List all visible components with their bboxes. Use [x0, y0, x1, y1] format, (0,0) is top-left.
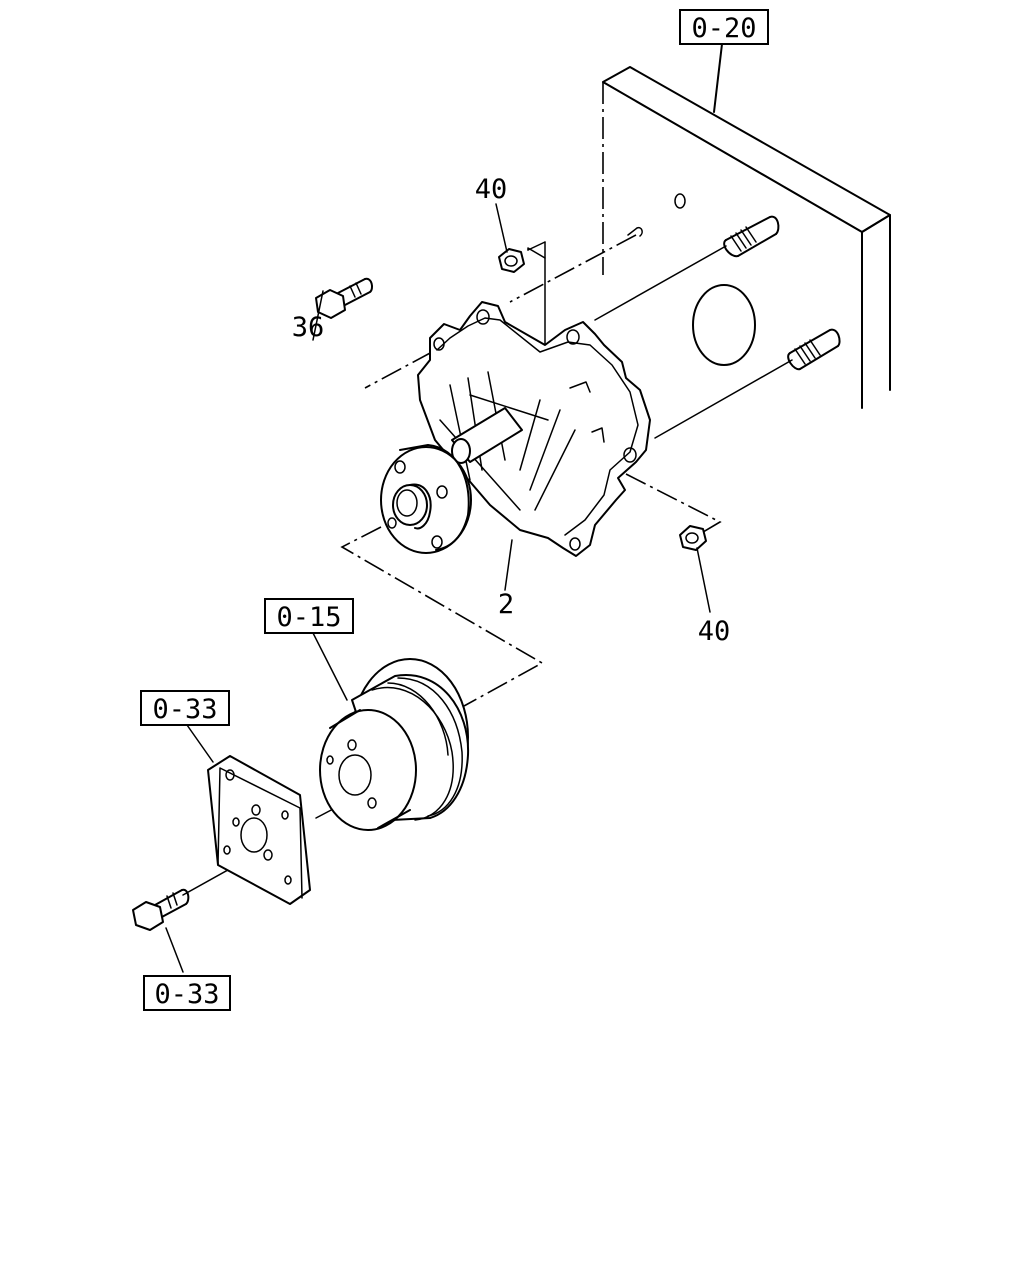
label-2: 2: [498, 589, 514, 620]
stud-upper: [723, 215, 780, 258]
label-0-20: 0-20: [691, 13, 756, 44]
engine-block-plate: [602, 66, 891, 409]
spacer-plate: [207, 755, 311, 905]
water-pump: [380, 301, 651, 557]
label-0-33-plate: 0-33: [152, 694, 217, 725]
stud-lower: [787, 328, 841, 371]
pulley: [319, 658, 470, 831]
callout-0-33-bolt: 0-33: [143, 975, 231, 1011]
label-40-upper: 40: [475, 174, 508, 205]
callout-0-20: 0-20: [679, 9, 769, 45]
callout-0-15: 0-15: [264, 598, 354, 634]
label-0-33-bolt: 0-33: [154, 979, 219, 1010]
bolt-36: [312, 277, 374, 341]
label-0-15: 0-15: [276, 602, 341, 633]
nut-upper: [495, 203, 525, 273]
label-36: 36: [292, 312, 325, 343]
nut-lower: [679, 525, 711, 613]
label-40-lower: 40: [698, 616, 731, 647]
callout-0-33-plate: 0-33: [140, 690, 230, 726]
pulley-bolt: [132, 888, 190, 973]
